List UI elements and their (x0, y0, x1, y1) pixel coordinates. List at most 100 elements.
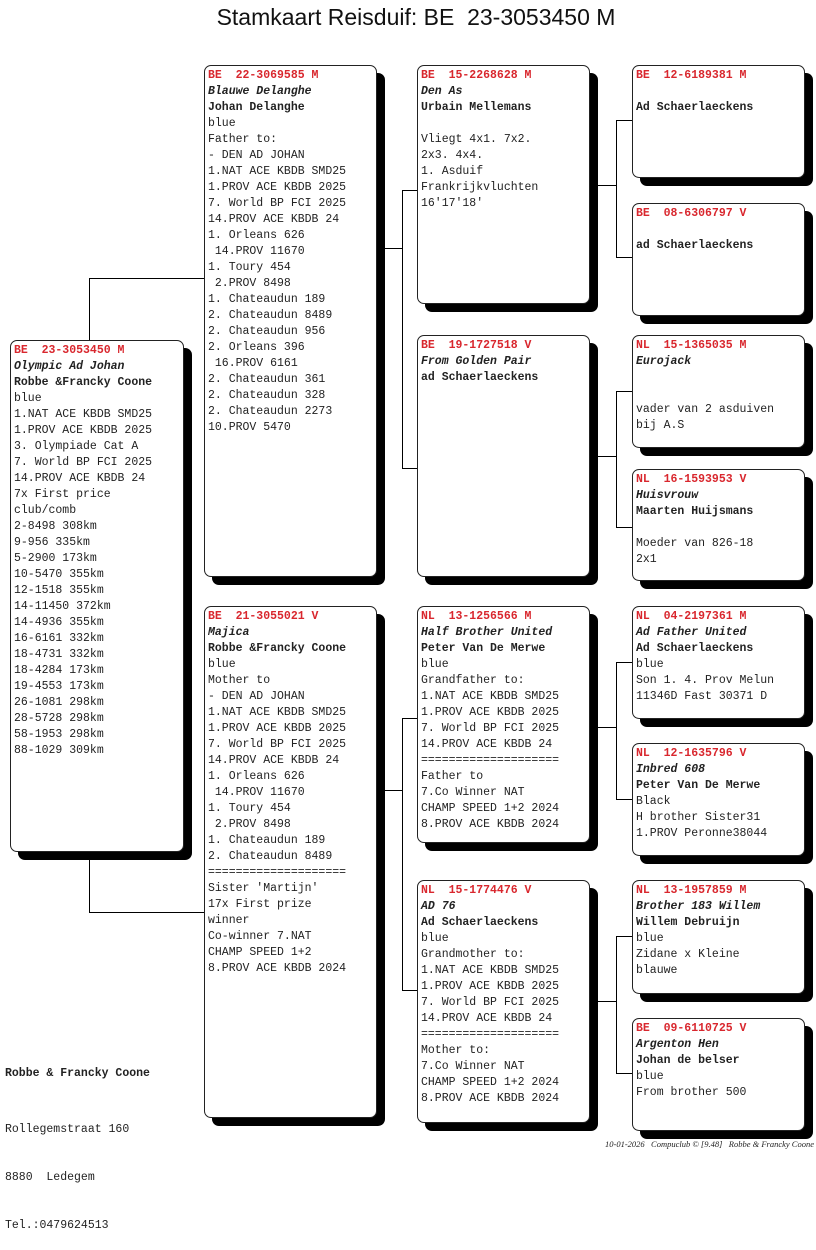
ring-number: BE 22-3069585 M (208, 69, 319, 82)
pigeon-detail-line: 2. Orleans 396 (208, 341, 305, 354)
connector-line (616, 662, 632, 663)
pigeon-detail-line: blue (14, 392, 42, 405)
ring-number: NL 13-1256566 M (421, 610, 532, 623)
pigeon-detail-line: 2. Chateaudun 956 (208, 325, 326, 338)
pigeon-detail-line: - DEN AD JOHAN (208, 690, 305, 703)
pigeon-owner: Peter Van De Merwe (421, 642, 546, 655)
pigeon-detail-line: blue (421, 658, 449, 671)
pigeon-owner: ad Schaerlaeckens (636, 239, 754, 252)
pigeon-detail-line: 7. World BP FCI 2025 (208, 738, 347, 751)
pigeon-owner: ad Schaerlaeckens (421, 371, 539, 384)
connector-line (590, 1001, 616, 1002)
pigeon-detail-line: 1.PROV ACE KBDB 2025 (208, 181, 347, 194)
breeder-name: Robbe & Francky Coone (5, 1067, 150, 1080)
pigeon-detail-line: CHAMP SPEED 1+2 (208, 946, 312, 959)
pigeon-owner: Peter Van De Merwe (636, 779, 761, 792)
pigeon-detail-line: 7.Co Winner NAT (421, 1060, 525, 1073)
pigeon-owner (636, 370, 804, 386)
pigeon-detail-line: vader van 2 asduiven (636, 403, 775, 416)
pigeon-detail-line (636, 386, 804, 402)
pigeon-detail-line: 2. Chateaudun 361 (208, 373, 326, 386)
pigeon-detail-line: Grandfather to: (421, 674, 525, 687)
pigeon-detail-line: 2-8498 308km (14, 520, 97, 533)
pigeon-detail-line: ==================== (421, 754, 560, 767)
ring-number: BE 15-2268628 M (421, 69, 532, 82)
pigeon-name: Olympic Ad Johan (14, 360, 125, 373)
pigeon-detail-line: 8.PROV ACE KBDB 2024 (421, 1092, 560, 1105)
pigeon-detail-line: 8.PROV ACE KBDB 2024 (208, 962, 347, 975)
pigeon-detail-line: 2. Chateaudun 2273 (208, 405, 333, 418)
pigeon-detail-line: 26-1081 298km (14, 696, 104, 709)
connector-line (616, 1073, 632, 1074)
connector-line (402, 468, 417, 469)
pigeon-detail-line: Black (636, 795, 671, 808)
pigeon-detail-line: 1. Orleans 626 (208, 770, 305, 783)
pigeon-detail-line: bij A.S (636, 419, 685, 432)
breeder-phone: Tel.:0479624513 (5, 1219, 109, 1232)
pigeon-detail-line: blue (636, 1070, 664, 1083)
pigeon-detail-line: 7. World BP FCI 2025 (421, 996, 560, 1009)
pigeon-detail-line: 9-956 335km (14, 536, 90, 549)
connector-line (89, 278, 204, 279)
pigeon-detail-line: 14.PROV ACE KBDB 24 (421, 1012, 553, 1025)
pigeon-detail-line: Mother to: (421, 1044, 491, 1057)
pigeon-detail-line: - DEN AD JOHAN (208, 149, 305, 162)
pigeon-detail-line: 2x1 (636, 553, 657, 566)
pigeon-detail-line: 2.PROV 8498 (208, 277, 291, 290)
pigeon-detail-line: 10.PROV 5470 (208, 421, 291, 434)
pigeon-owner: Johan de belser (636, 1054, 740, 1067)
pigeon-detail-line: 1.PROV ACE KBDB 2025 (208, 722, 347, 735)
pigeon-name: Den As (421, 85, 463, 98)
pigeon-detail-line: 2. Chateaudun 8489 (208, 309, 333, 322)
pigeon-detail-line: 1.PROV ACE KBDB 2025 (421, 980, 560, 993)
connector-line (402, 190, 417, 191)
pigeon-detail-line: CHAMP SPEED 1+2 2024 (421, 1076, 560, 1089)
pigeon-name: Ad Father United (636, 626, 747, 639)
connector-line (590, 727, 616, 728)
connector-line (616, 799, 632, 800)
connector-line (616, 120, 632, 121)
pigeon-name: Half Brother United (421, 626, 553, 639)
pigeon-detail-line: 11346D Fast 30371 D (636, 690, 768, 703)
connector-line (616, 936, 632, 937)
pigeon-owner: Johan Delanghe (208, 101, 305, 114)
pigeon-detail-line: 7. World BP FCI 2025 (14, 456, 153, 469)
pigeon-owner: Urbain Mellemans (421, 101, 532, 114)
ring-number: BE 21-3055021 V (208, 610, 319, 623)
ring-number: NL 16-1593953 V (636, 473, 747, 486)
pigeon-detail-line: Son 1. 4. Prov Melun (636, 674, 775, 687)
pigeon-detail-line: 12-1518 355km (14, 584, 104, 597)
pigeon-detail-line: CHAMP SPEED 1+2 2024 (421, 802, 560, 815)
pigeon-owner: Ad Schaerlaeckens (636, 101, 754, 114)
pigeon-detail-line: 58-1953 298km (14, 728, 104, 741)
pigeon-detail-line: 2.PROV 8498 (208, 818, 291, 831)
pigeon-detail-line: 7x First price (14, 488, 111, 501)
ring-number: NL 15-1365035 M (636, 339, 747, 352)
pigeon-detail-line: 16'17'18' (421, 197, 484, 210)
pigeon-detail-line: ==================== (421, 1028, 560, 1041)
pigeon-detail-line: Father to (421, 770, 484, 783)
pigeon-owner: Willem Debruijn (636, 916, 740, 929)
pigeon-detail-line: 1. Toury 454 (208, 802, 291, 815)
pigeon-detail-line: 14.PROV ACE KBDB 24 (421, 738, 553, 751)
connector-line (616, 391, 617, 528)
connector-line (402, 990, 417, 991)
ring-number: BE 23-3053450 M (14, 344, 125, 357)
breeder-city: 8880 Ledegem (5, 1171, 95, 1184)
ring-number: NL 04-2197361 M (636, 610, 747, 623)
